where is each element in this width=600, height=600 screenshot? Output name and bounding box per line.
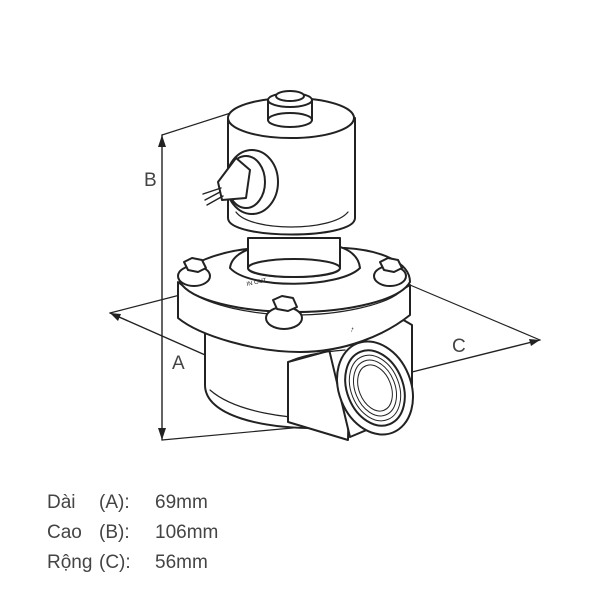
bolt-front (265, 295, 303, 330)
spec-code: (B): (99, 522, 130, 543)
spec-value: 106mm (155, 522, 219, 543)
spec-name: Cao (47, 522, 82, 543)
dimension-b (158, 109, 326, 441)
armature-tube (247, 237, 341, 278)
outlet-port (287, 317, 414, 441)
bolt-left (177, 257, 211, 287)
spec-value: 56mm (155, 552, 208, 573)
spec-name: Rộng (47, 552, 93, 573)
spec-name: Dài (47, 492, 76, 513)
dimension-label-b: B (144, 170, 157, 191)
spec-value: 69mm (155, 492, 208, 513)
bolt-right (373, 257, 407, 287)
body-flow-mark: IN OUT (246, 278, 267, 288)
dimension-label-a: A (172, 353, 185, 374)
body-arrow-mark: → (345, 324, 356, 335)
cover-bolts (177, 257, 407, 330)
spec-code: (A): (99, 492, 130, 513)
dimension-label-c: C (452, 336, 466, 357)
top-nut (267, 90, 313, 128)
cable-gland (202, 149, 279, 215)
spec-code: (C): (99, 552, 131, 573)
solenoid-valve-drawing: B A C IN OUT → (109, 90, 541, 441)
